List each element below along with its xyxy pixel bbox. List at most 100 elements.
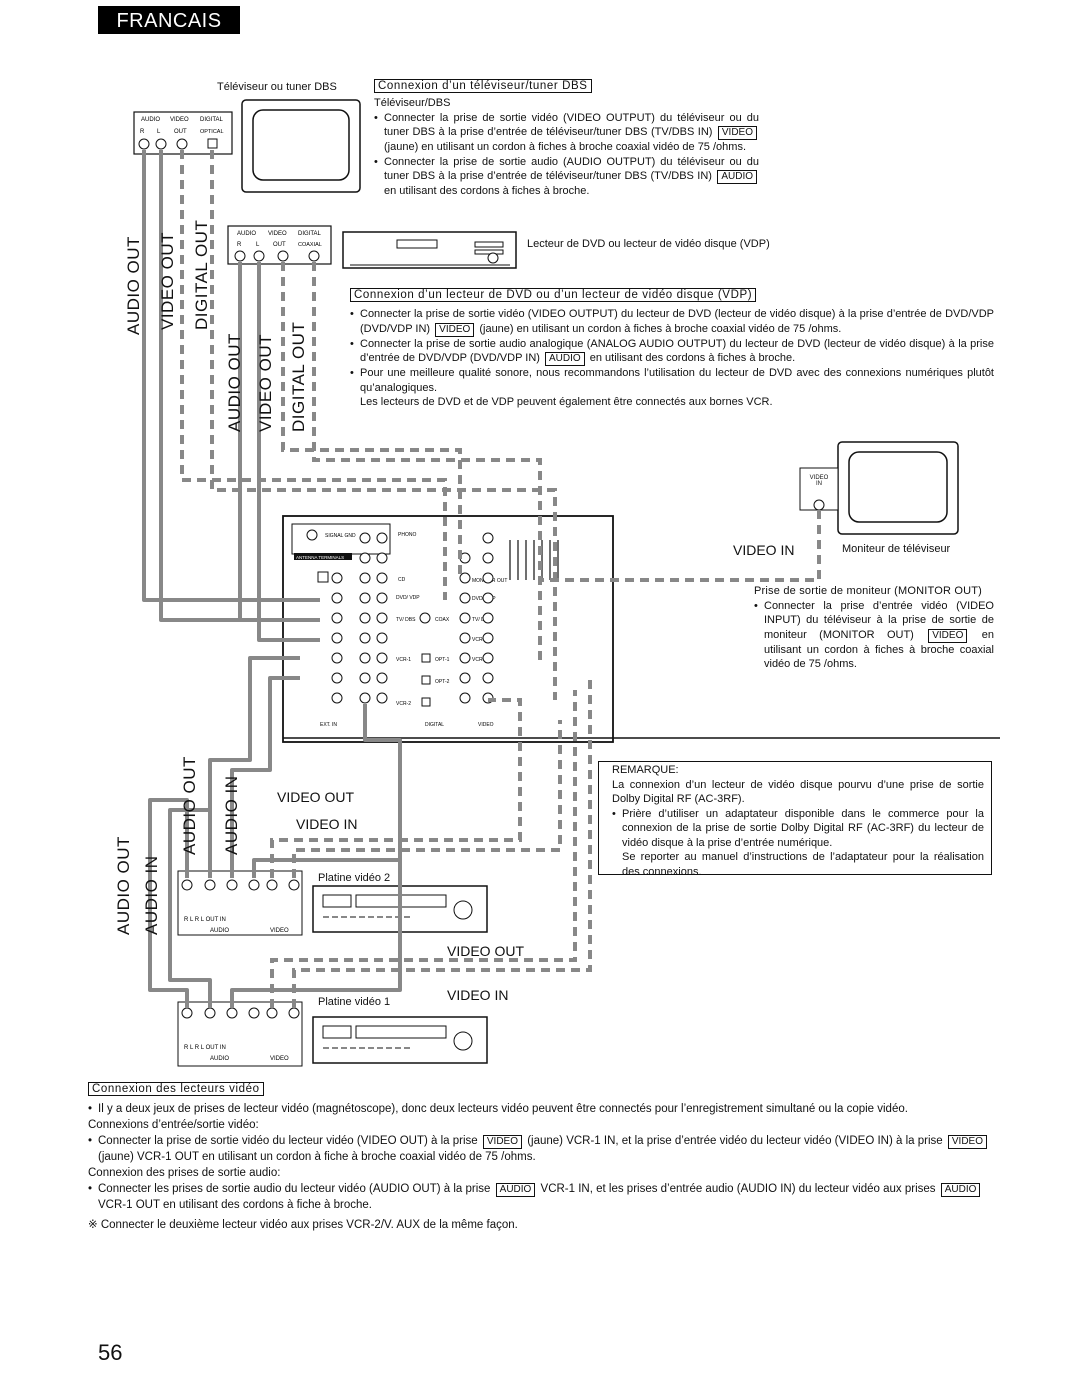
tv-device bbox=[241, 99, 361, 193]
remark-body: REMARQUE: La connexion d’un lecteur de v… bbox=[612, 763, 984, 879]
dvd-panel-digital: DIGITAL bbox=[298, 231, 322, 237]
label-vcr-audio-in-a: AUDIO IN bbox=[222, 775, 241, 855]
panel-tv: TV/ DBS bbox=[396, 617, 416, 623]
panel-vcr1-video: VCR-1 bbox=[472, 637, 487, 643]
tv-panel-digital: DIGITAL bbox=[200, 117, 224, 123]
tv-panel-out: OUT bbox=[174, 129, 187, 135]
label-tv-video-out: VIDEO OUT bbox=[158, 231, 177, 330]
remark-p1: La connexion d’un lecteur de vidéo disqu… bbox=[612, 778, 984, 806]
dvd-bullet-1: Connecter la prise de sortie vidéo (VIDE… bbox=[350, 307, 994, 337]
tv-panel-audio: AUDIO bbox=[141, 117, 160, 123]
vcr2-rear-panel: R L R L OUT IN AUDIO VIDEO bbox=[177, 870, 303, 936]
monitor-section-body: Prise de sortie de moniteur (MONITOR OUT… bbox=[754, 584, 994, 672]
label-vcr2-video-in: VIDEO IN bbox=[296, 816, 358, 832]
vcr-note: ※ Connecter le deuxième lecteur vidéo au… bbox=[88, 1219, 518, 1231]
vcr1-device bbox=[312, 1016, 488, 1064]
monitor-device bbox=[799, 441, 959, 535]
caption-tv: Téléviseur ou tuner DBS bbox=[217, 81, 337, 93]
tv-bullet-2: Connecter la prise de sortie audio (AUDI… bbox=[374, 155, 759, 199]
label-dvd-video-out: VIDEO OUT bbox=[256, 333, 275, 432]
monitor-section-title: Prise de sortie de moniteur (MONITOR OUT… bbox=[754, 585, 983, 597]
vcr-bullet-2: Connecter la prise de sortie vidéo du le… bbox=[88, 1133, 994, 1165]
dvd-panel-r: R bbox=[237, 242, 242, 248]
vcr-sub-1: Connexions d’entrée/sortie vidéo: bbox=[88, 1119, 259, 1131]
dvd-panel-audio: AUDIO bbox=[237, 231, 256, 237]
dvd-panel-coaxial: COAXIAL bbox=[298, 242, 322, 248]
tv-bullet-1: Connecter la prise de sortie vidéo (VIDE… bbox=[374, 111, 759, 155]
caption-vcr1: Platine vidéo 1 bbox=[318, 996, 391, 1008]
panel-vcr2-video: VCR-2 bbox=[472, 657, 487, 663]
tv-panel-optical: OPTICAL bbox=[200, 129, 224, 135]
tv-panel-video: VIDEO bbox=[170, 117, 189, 123]
remark-box bbox=[598, 761, 992, 875]
panel-opt1: OPT-1 bbox=[435, 657, 450, 663]
audio-cables bbox=[142, 150, 402, 1008]
page-number: 56 bbox=[98, 1340, 123, 1365]
vcr1-panel-labels: R L R L OUT IN bbox=[184, 1045, 226, 1051]
vcr-section-body: Il y a deux jeux de prises de lecteur vi… bbox=[88, 1101, 994, 1233]
vcr1-rear-panel: R L R L OUT IN AUDIO VIDEO bbox=[177, 1001, 303, 1067]
tv-panel-l: L bbox=[157, 129, 161, 135]
dvd-panel-out: OUT bbox=[273, 242, 286, 248]
panel-signal-gnd: SIGNAL GND bbox=[325, 533, 356, 539]
video-cables bbox=[180, 150, 821, 1008]
caption-vcr2: Platine vidéo 2 bbox=[318, 872, 391, 884]
dvd-rear-panel: AUDIO VIDEO DIGITAL R L OUT COAXIAL bbox=[227, 225, 332, 265]
note-mark: ※ bbox=[88, 1219, 98, 1231]
vcr2-panel-audio: AUDIO bbox=[210, 928, 229, 934]
vcr1-panel-audio: AUDIO bbox=[210, 1056, 229, 1062]
language-tab: FRANCAIS bbox=[98, 6, 240, 34]
vcr-bullet-1: Il y a deux jeux de prises de lecteur vi… bbox=[88, 1101, 994, 1117]
panel-vcr1-in: VCR-1 bbox=[396, 657, 411, 663]
panel-video: VIDEO bbox=[478, 722, 494, 728]
panel-cd: CD bbox=[398, 577, 406, 583]
caption-monitor: Moniteur de téléviseur bbox=[842, 543, 951, 555]
tv-panel-r: R bbox=[140, 129, 145, 135]
tv-section-body: Téléviseur/DBS Connecter la prise de sor… bbox=[374, 96, 759, 199]
label-vcr2-video-out: VIDEO OUT bbox=[277, 789, 355, 805]
label-vcr1-video-in: VIDEO IN bbox=[447, 987, 509, 1003]
caption-dvd: Lecteur de DVD ou lecteur de vidéo disqu… bbox=[527, 238, 770, 250]
dvd-player bbox=[342, 231, 517, 269]
label-tv-digital-out: DIGITAL OUT bbox=[192, 219, 211, 330]
remark-p2: Se reporter au manuel d’instructions de … bbox=[622, 851, 984, 878]
panel-digital: DIGITAL bbox=[425, 722, 444, 728]
receiver-rear-panel: ANTENNA TERMINALS SIGNAL GND PHONO CD DV… bbox=[282, 515, 1000, 743]
label-dvd-digital-out: DIGITAL OUT bbox=[289, 321, 308, 432]
panel-tv-video: TV/ DBS bbox=[472, 617, 492, 623]
vcr-section-title: Connexion des lecteurs vidéo bbox=[88, 1082, 264, 1096]
label-vcr-audio-in-b: AUDIO IN bbox=[142, 855, 161, 935]
panel-coax: COAX bbox=[435, 617, 450, 623]
remark-bullet: Prière d’utiliser un adaptateur disponib… bbox=[612, 807, 984, 851]
panel-ext-in: EXT. IN bbox=[320, 722, 337, 728]
remark-title: REMARQUE: bbox=[612, 764, 679, 776]
tv-section-subtitle: Téléviseur/DBS bbox=[374, 97, 451, 109]
panel-vcr2-in: VCR-2 bbox=[396, 701, 411, 707]
monitor-bullet-1: Connecter la prise d’entrée vidéo (VIDEO… bbox=[754, 599, 994, 672]
label-vcr1-video-out: VIDEO OUT bbox=[447, 943, 525, 959]
label-vcr-audio-out-a: AUDIO OUT bbox=[180, 756, 199, 855]
dvd-note: Les lecteurs de DVD et de VDP peuvent ég… bbox=[360, 396, 773, 408]
dvd-bullet-2: Connecter la prise de sortie audio analo… bbox=[350, 337, 994, 366]
dvd-bullet-3: Pour une meilleure qualité sonore, nous … bbox=[350, 366, 994, 395]
vcr2-panel-labels: R L R L OUT IN bbox=[184, 917, 226, 923]
dvd-panel-l: L bbox=[256, 242, 260, 248]
tv-section-title: Connexion d’un téléviseur/tuner DBS bbox=[374, 79, 592, 93]
panel-dvd: DVD/ VDP bbox=[396, 595, 420, 601]
label-dvd-audio-out: AUDIO OUT bbox=[225, 333, 244, 432]
panel-opt2: OPT-2 bbox=[435, 679, 450, 685]
label-vcr-audio-out-b: AUDIO OUT bbox=[114, 836, 133, 935]
monitor-video-in-label: VIDEO IN bbox=[733, 542, 795, 558]
vcr2-panel-video: VIDEO bbox=[270, 928, 289, 934]
panel-antenna: ANTENNA TERMINALS bbox=[296, 555, 344, 560]
dvd-section-title: Connexion d’un lecteur de DVD ou d’un le… bbox=[350, 288, 757, 302]
vcr1-panel-video: VIDEO bbox=[270, 1056, 289, 1062]
panel-phono: PHONO bbox=[398, 532, 416, 538]
vcr-sub-2: Connexion des prises de sortie audio: bbox=[88, 1167, 281, 1179]
tv-rear-panel: AUDIO VIDEO DIGITAL R L OUT OPTICAL bbox=[133, 111, 233, 155]
label-tv-audio-out: AUDIO OUT bbox=[124, 236, 143, 335]
dvd-section-body: Connecter la prise de sortie vidéo (VIDE… bbox=[350, 307, 994, 410]
dvd-panel-video: VIDEO bbox=[268, 231, 287, 237]
